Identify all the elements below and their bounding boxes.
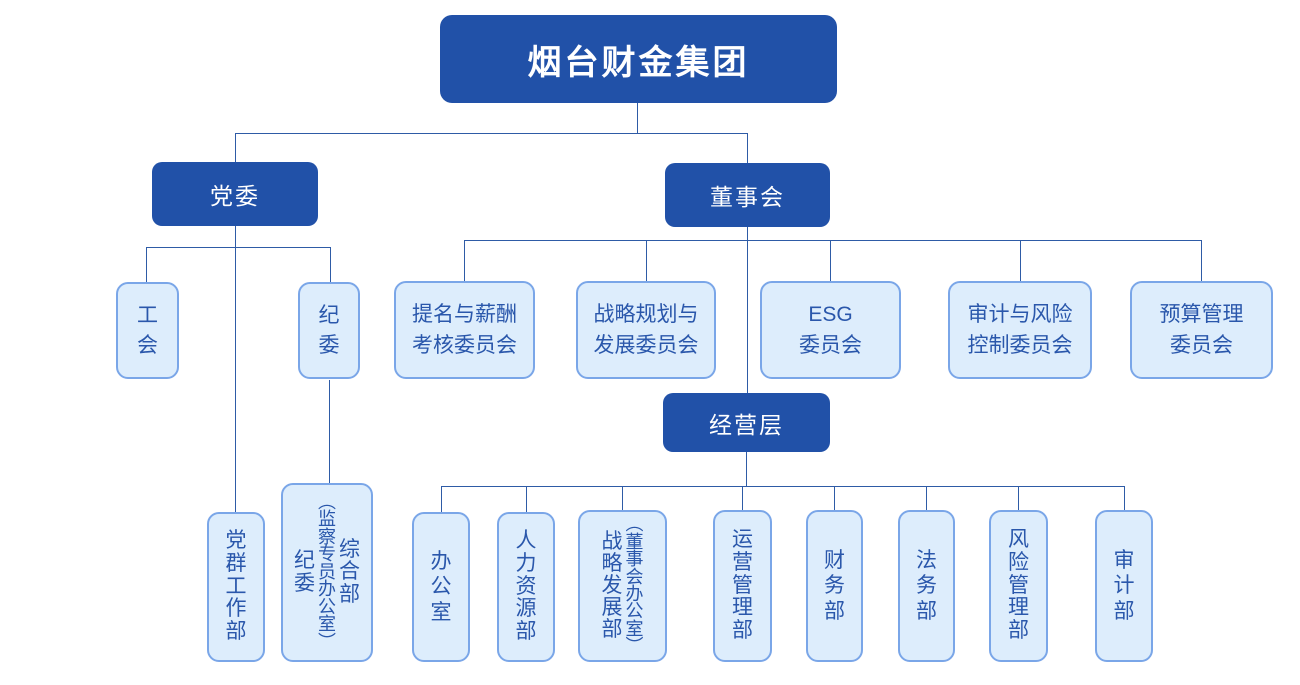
department-node-office: 办公室: [412, 512, 470, 662]
committee-label-line: 预算管理: [1159, 303, 1244, 326]
connector-line: [747, 133, 748, 163]
connector-line: [1020, 240, 1021, 281]
connector-line: [1124, 486, 1125, 512]
committee-label-line: ESG: [808, 303, 853, 326]
department-node-operations-management: 运营管理部: [713, 510, 772, 662]
connector-line: [235, 133, 747, 134]
committee-label-line: 发展委员会: [593, 334, 699, 357]
connector-line: [1018, 486, 1019, 512]
committee-label-line: 战略规划与: [593, 303, 699, 326]
connector-line: [926, 486, 927, 512]
connector-line: [464, 240, 1201, 241]
committee-node-audit-risk-control: 审计与风险 控制委员会: [948, 281, 1092, 379]
connector-line: [622, 486, 623, 512]
department-node-strategic-development: 战略发展部︵董事会办公室︶: [578, 510, 667, 662]
department-node-human-resources: 人力资源部: [497, 512, 555, 662]
connector-line: [742, 486, 743, 512]
connector-line: [235, 226, 236, 512]
connector-line: [441, 486, 442, 512]
node-management-level: 经营层: [663, 393, 830, 452]
connector-line: [637, 103, 638, 133]
connector-line: [464, 240, 465, 281]
committee-label-line: 控制委员会: [967, 334, 1073, 357]
node-discipline-committee: 纪委: [298, 282, 360, 379]
connector-line: [646, 240, 647, 281]
node-general-dept-supervision-office: 纪委︵监察专员办公室︶综合部: [281, 483, 373, 662]
node-labor-union: 工会: [116, 282, 179, 379]
connector-line: [441, 486, 1124, 487]
committee-label-line: 委员会: [1170, 334, 1233, 357]
connector-line: [526, 486, 527, 512]
committee-label-line: 委员会: [799, 334, 862, 357]
committee-label-line: 考核委员会: [412, 334, 517, 357]
committee-node-strategic-planning: 战略规划与 发展委员会: [576, 281, 716, 379]
committee-label-line: 提名与薪酬: [412, 303, 517, 326]
committee-node-budget-management: 预算管理 委员会: [1130, 281, 1273, 379]
connector-line: [330, 247, 331, 282]
connector-line: [746, 452, 747, 486]
connector-line: [747, 227, 748, 393]
department-node-finance: 财务部: [806, 510, 863, 662]
connector-line: [146, 247, 330, 248]
node-label: 党委: [210, 183, 260, 209]
department-node-risk-management: 风险管理部: [989, 510, 1048, 662]
connector-line: [1201, 240, 1202, 281]
node-label: 董事会: [710, 184, 785, 210]
connector-line: [834, 486, 835, 512]
node-label: 经营层: [709, 411, 784, 438]
committee-node-nomination-remuneration: 提名与薪酬 考核委员会: [394, 281, 535, 379]
connector-line: [830, 240, 831, 281]
committee-node-esg: ESG 委员会: [760, 281, 901, 379]
connector-line: [329, 380, 330, 483]
node-party-masses-work-dept: 党群工作部: [207, 512, 265, 662]
committee-label-line: 审计与风险: [967, 303, 1073, 326]
department-node-audit: 审计部: [1095, 510, 1153, 662]
node-board-of-directors: 董事会: [665, 163, 830, 227]
node-party-committee: 党委: [152, 162, 318, 226]
node-group-root: 烟台财金集团: [440, 15, 837, 103]
connector-line: [235, 133, 236, 162]
connector-line: [146, 247, 147, 282]
department-node-legal: 法务部: [898, 510, 955, 662]
node-label: 烟台财金集团: [527, 43, 750, 82]
